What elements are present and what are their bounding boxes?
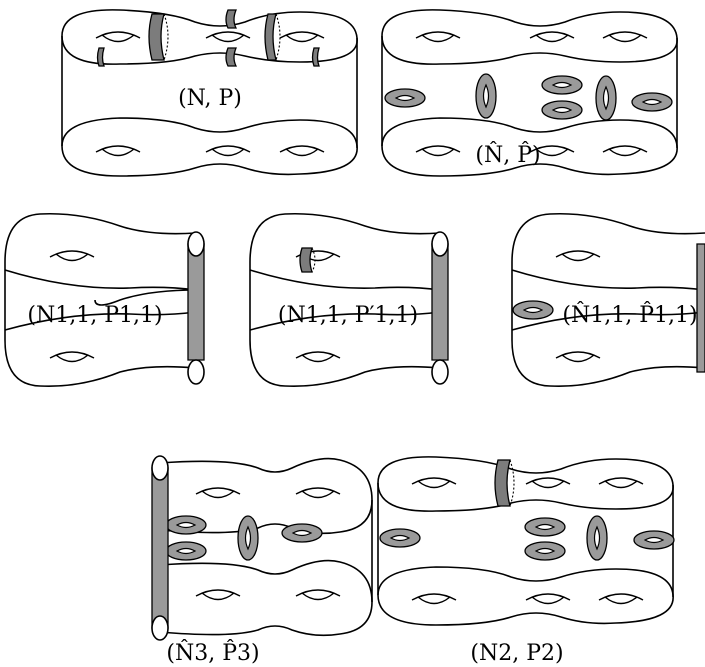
shaded-annulus	[299, 247, 313, 273]
diagram-label: (N̂, P̂)	[475, 142, 540, 168]
diagram-label: (N, P)	[178, 86, 242, 111]
diagram-n11-pprime11: (N1,1, P′1,1)	[249, 212, 449, 388]
diagram-label: (N2, P2)	[470, 641, 563, 666]
surface-outline-bottom	[61, 117, 358, 177]
diagram-n-p: (N, P)	[61, 9, 358, 177]
diagram-label: (N̂3, P̂3)	[166, 640, 259, 666]
shaded-annulus	[494, 459, 511, 507]
diagram-nhat11-phat11: (N̂1,1, P̂1,1)	[511, 212, 705, 388]
shaded-torus	[512, 300, 554, 320]
diagram-n2-p2: (N2, P2)	[377, 456, 675, 666]
diagram-label: (N1,1, P′1,1)	[278, 303, 418, 328]
diagram-nhat3-phat3: (N̂3, P̂3)	[151, 455, 373, 666]
diagram-label: (N1,1, P1,1)	[27, 303, 162, 328]
diagram-n11-p11: (N1,1, P1,1)	[4, 212, 205, 388]
diagram-label: (N̂1,1, P̂1,1)	[562, 302, 697, 328]
shaded-annulus	[148, 13, 165, 61]
shaded-torus	[384, 88, 426, 108]
diagram-nhat-phat: (N̂, P̂)	[381, 9, 678, 177]
